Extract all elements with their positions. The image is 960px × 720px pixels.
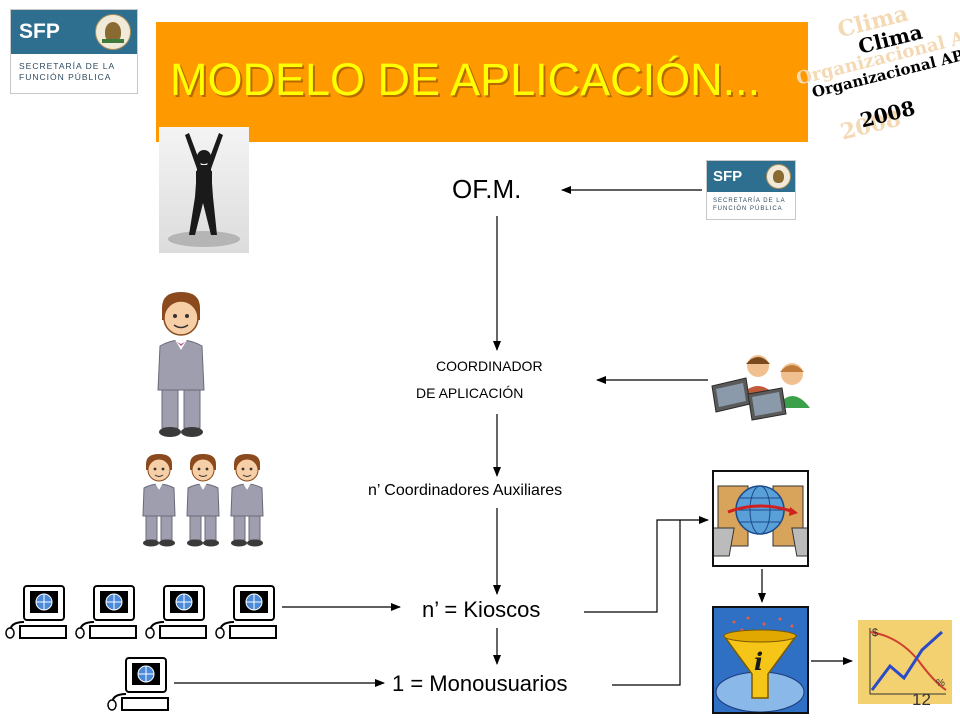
sfp-logo-small-banner: SFP	[707, 161, 795, 192]
celebrating-person-icon	[159, 127, 249, 253]
clima-logo: Clima Clima Organizacional APF Organizac…	[794, 0, 960, 165]
node-auxiliares: n’ Coordinadores Auxiliares	[368, 482, 563, 499]
sfp-logo-small: SFP SECRETARÍA DE LA FUNCIÓN PÚBLICA	[706, 160, 796, 220]
computer-icon	[4, 584, 70, 640]
connector-kioscos-to-globe	[584, 516, 709, 613]
sfp-logo-banner: SFP	[11, 10, 137, 54]
sfp-logo-small-subtitle: SECRETARÍA DE LA FUNCIÓN PÚBLICA	[713, 198, 786, 213]
computer-users-icon	[710, 352, 818, 424]
computer-icon	[106, 656, 172, 712]
growth-chart-icon: $ %	[858, 620, 952, 704]
businessman-icon	[150, 290, 212, 440]
computer-icon	[144, 584, 210, 640]
page-number: 12	[912, 690, 931, 709]
node-coordinador-line1: COORDINADOR	[436, 358, 543, 374]
slide-title: MODELO DE APLICACIÓN...	[170, 54, 761, 105]
mexico-seal-icon	[95, 14, 131, 50]
node-coordinador-line2: DE APLICACIÓN	[416, 385, 524, 401]
connector-monousuarios-to-globe	[612, 520, 681, 686]
globe-network-icon	[712, 470, 809, 567]
sfp-logo-word: SFP	[19, 20, 60, 43]
info-funnel-icon: i	[712, 606, 809, 714]
three-businessmen-icon	[138, 452, 268, 548]
sfp-logo: SFP SECRETARÍA DE LA FUNCIÓN PÚBLICA	[10, 9, 138, 94]
mexico-seal-icon	[766, 164, 791, 189]
sfp-logo-subtitle: SECRETARÍA DE LA FUNCIÓN PÚBLICA	[19, 61, 116, 83]
node-ofm: OF.M.	[452, 174, 522, 204]
svg-text:$: $	[872, 627, 878, 639]
computer-icon	[214, 584, 280, 640]
title-bar: MODELO DE APLICACIÓN...	[156, 22, 808, 142]
svg-text:%: %	[936, 678, 945, 689]
sfp-logo-small-word: SFP	[713, 168, 743, 185]
node-kioscos: n’ = Kioscos	[422, 597, 541, 622]
node-monousuarios: 1 = Monousuarios	[392, 671, 568, 696]
computer-icon	[74, 584, 140, 640]
svg-text:i: i	[754, 647, 763, 676]
